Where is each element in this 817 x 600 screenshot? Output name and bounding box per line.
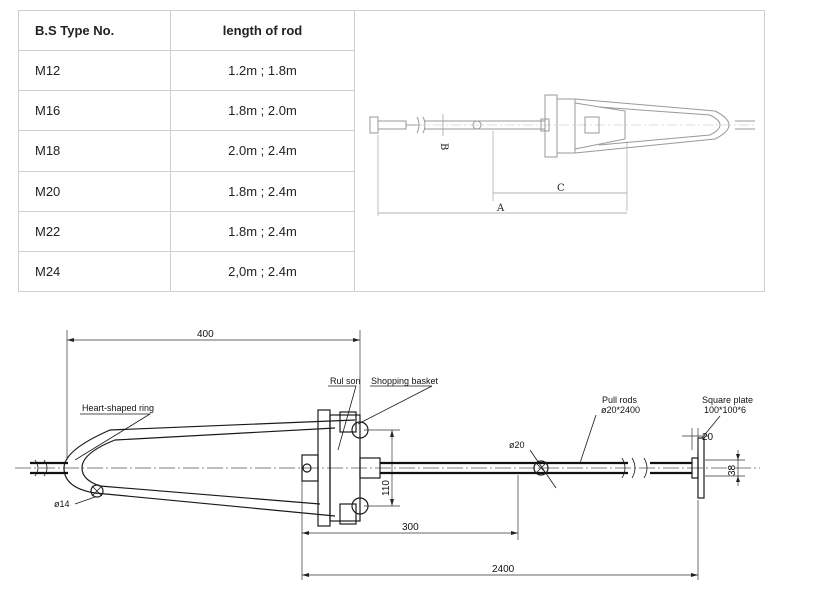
cell-length: 1.8m ; 2.4m: [170, 210, 355, 252]
table-row: M22 1.8m ; 2.4m: [18, 210, 765, 252]
label-heart-ring: Heart-shaped ring: [82, 403, 154, 413]
dim-phi20: ø20: [509, 440, 525, 450]
label-shopping-basket: Shopping basket: [371, 376, 439, 386]
dim-300: 300: [402, 522, 419, 533]
label-pull-rods: Pull rods: [602, 395, 638, 405]
label-square-plate: Square plate: [702, 395, 753, 405]
cell-length: 1.8m ; 2.0m: [170, 90, 355, 132]
label-rul-son: Rul son: [330, 376, 361, 386]
table-header-row: B.S Type No. length of rod B: [18, 9, 765, 292]
cell-length: 2,0m ; 2.4m: [170, 250, 355, 293]
dim-400: 400: [197, 329, 214, 340]
header-type: B.S Type No.: [18, 9, 171, 52]
dim-2400: 2400: [492, 564, 515, 575]
label-square-plate-spec: 100*100*6: [704, 405, 746, 415]
main-anchor-drawing: 400 Heart-shaped ring ø14 Rul son Shoppi…: [15, 329, 760, 580]
label-c: C: [557, 183, 565, 194]
dim-110: 110: [381, 480, 392, 496]
cell-type: M22: [18, 210, 171, 252]
cell-length: 2.0m ; 2.4m: [170, 130, 355, 172]
cell-type: M16: [18, 90, 171, 132]
cell-type: M20: [18, 170, 171, 212]
table-row: M24 2,0m ; 2.4m: [18, 250, 765, 293]
table-row: M20 1.8m ; 2.4m: [18, 170, 765, 212]
small-anchor-drawing: B C A: [369, 94, 755, 216]
label-b: B: [438, 143, 449, 150]
dim-phi14: ø14: [54, 499, 70, 509]
dim-38: 38: [727, 464, 738, 476]
dim-20: 20: [702, 432, 714, 443]
cell-type: M18: [18, 130, 171, 172]
small-drawing-cell: B C A: [354, 10, 765, 292]
cell-length: 1.2m ; 1.8m: [170, 50, 355, 92]
spec-table: B.S Type No. length of rod B: [18, 9, 765, 293]
label-pull-rods-spec: ø20*2400: [601, 405, 640, 415]
header-length: length of rod: [170, 9, 355, 52]
cell-length: 1.8m ; 2.4m: [170, 170, 355, 212]
cell-type: M12: [18, 50, 171, 92]
label-a: A: [496, 203, 505, 214]
cell-type: M24: [18, 250, 171, 293]
